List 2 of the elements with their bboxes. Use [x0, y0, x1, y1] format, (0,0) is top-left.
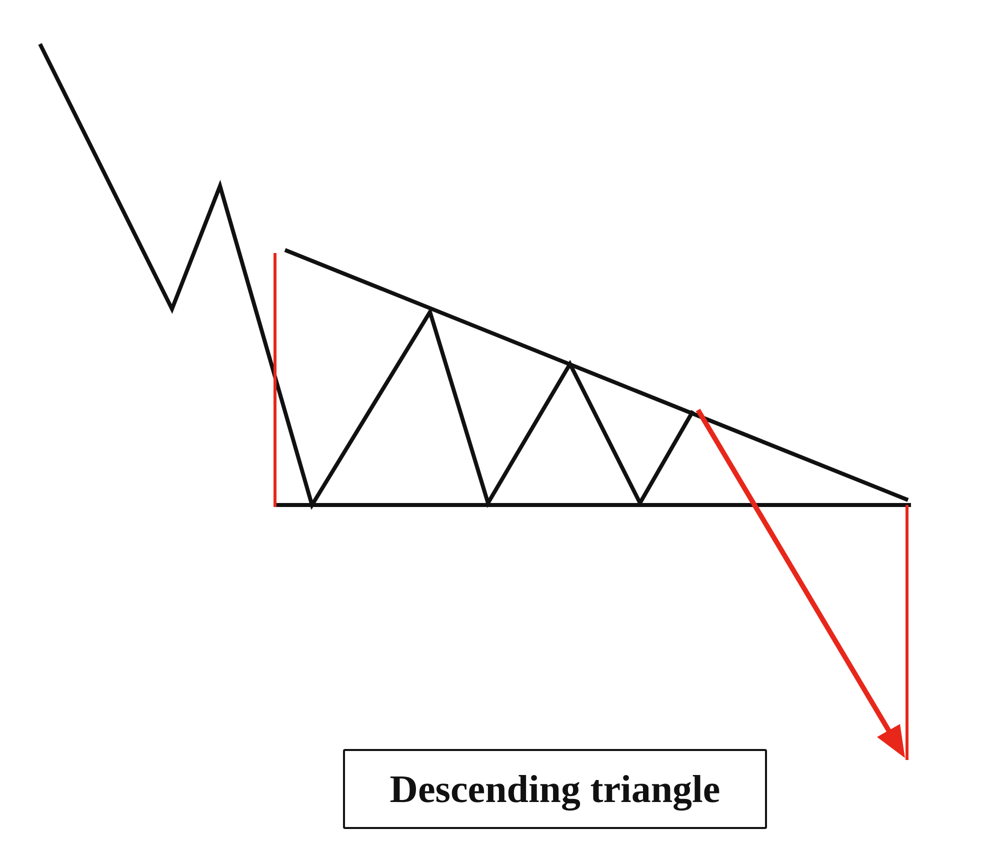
title-text: Descending triangle [390, 766, 720, 812]
title-box [343, 749, 767, 829]
